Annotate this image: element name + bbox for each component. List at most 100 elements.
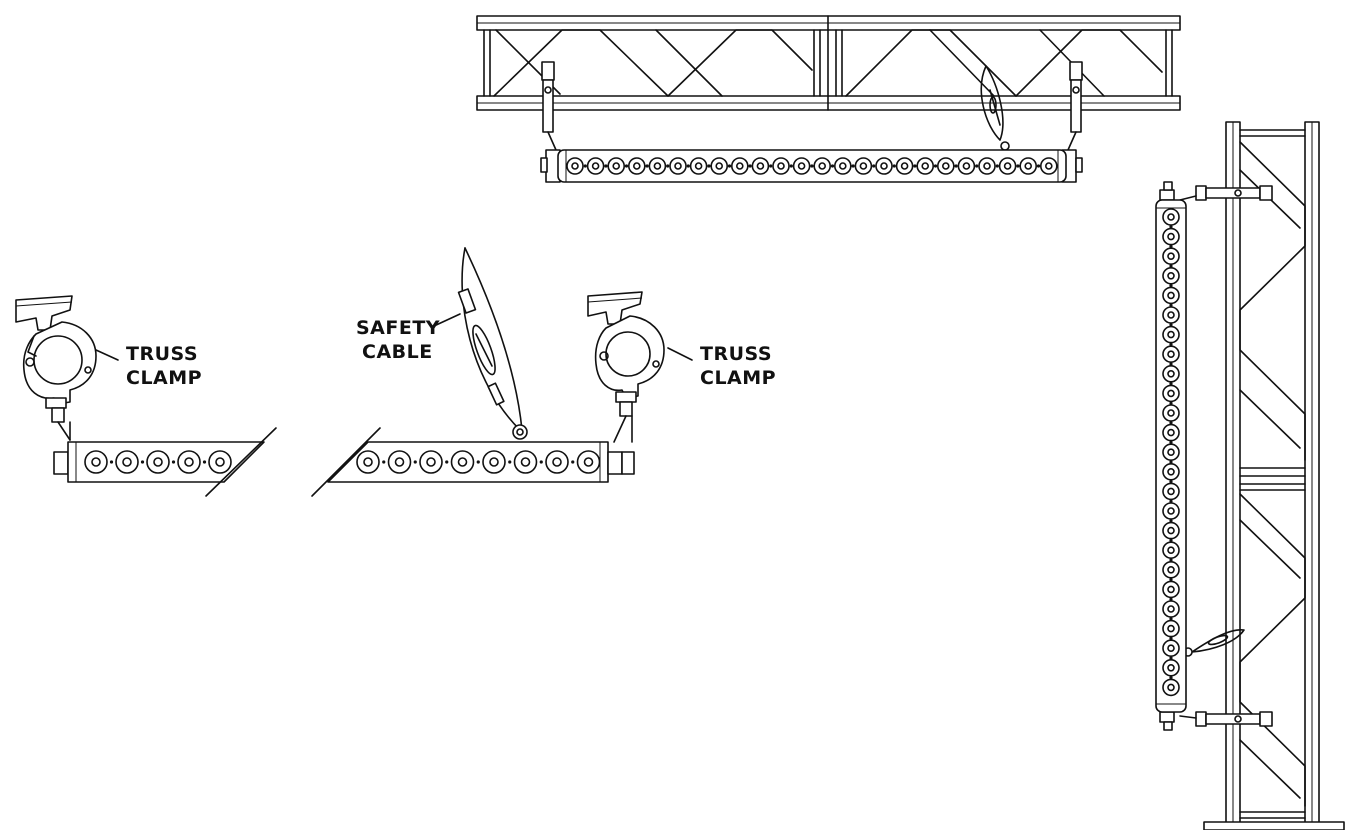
led-separator-dot: [1169, 617, 1173, 621]
led-separator-dot: [830, 164, 835, 168]
led-lens: [1162, 345, 1180, 364]
led-separator-dot: [1169, 401, 1173, 405]
led-lens: [875, 157, 893, 175]
led-lens: [1162, 619, 1180, 638]
led-lens: [84, 450, 108, 474]
vertical-led-bar-fixture: [1155, 199, 1187, 713]
left-detail-assembly: TRUSS CLAMP: [15, 295, 277, 497]
led-separator-dot: [1169, 342, 1173, 346]
truss-clamp-left-label: TRUSS CLAMP: [95, 343, 202, 389]
led-lens: [751, 157, 770, 175]
led-lens: [669, 157, 687, 175]
led-lens: [450, 450, 475, 474]
right-truss-clamp: [587, 291, 665, 475]
led-lens: [1040, 157, 1058, 175]
led-separator-dot: [1169, 244, 1173, 248]
led-lens: [1162, 384, 1180, 403]
led-separator-dot: [1169, 636, 1173, 641]
led-lens: [1162, 423, 1180, 442]
led-lens: [387, 450, 412, 474]
led-separator-dot: [1016, 164, 1020, 168]
led-separator-dot: [851, 164, 855, 168]
led-lens: [854, 157, 873, 175]
led-separator-dot: [1169, 558, 1173, 562]
led-lens: [607, 157, 626, 175]
led-lens: [710, 157, 729, 175]
truss-clamp-right-line2: CLAMP: [700, 367, 776, 389]
led-lens: [1162, 541, 1180, 560]
led-separator-dot: [769, 164, 773, 168]
led-separator-dot: [1169, 676, 1173, 680]
led-separator-dot: [1169, 264, 1173, 268]
led-separator-dot: [1169, 382, 1173, 386]
led-separator-dot: [1169, 499, 1173, 503]
led-separator-dot: [539, 460, 543, 464]
led-separator-dot: [789, 164, 793, 168]
led-separator-dot: [686, 164, 690, 168]
truss-clamp-left-line1: TRUSS: [126, 343, 198, 365]
led-lens: [586, 157, 605, 175]
led-lens: [1162, 227, 1180, 246]
led-separator-dot: [1169, 480, 1173, 484]
led-lens: [566, 157, 584, 175]
led-lens: [1162, 560, 1180, 579]
top-led-bar-fixture: [557, 149, 1067, 183]
led-separator-dot: [109, 460, 114, 464]
led-lens: [1019, 157, 1037, 175]
led-separator-dot: [1169, 460, 1173, 464]
led-separator-dot: [995, 164, 999, 168]
led-separator-dot: [1169, 440, 1173, 444]
led-separator-dot: [1169, 362, 1173, 366]
led-lens: [978, 157, 996, 175]
vertical-truss: [1203, 121, 1345, 830]
led-separator-dot: [872, 164, 876, 168]
led-lens: [419, 450, 443, 474]
led-separator-dot: [508, 460, 512, 464]
led-lens: [730, 157, 749, 175]
led-lens: [356, 450, 380, 474]
led-lens: [1162, 306, 1180, 324]
led-separator-dot: [975, 164, 979, 168]
top-safety-cable: [980, 65, 1010, 151]
led-separator-dot: [892, 164, 896, 168]
led-lens: [1162, 364, 1180, 383]
led-lens: [648, 157, 667, 175]
truss-clamp-right-line1: TRUSS: [700, 343, 772, 365]
led-separator-dot: [645, 164, 649, 168]
led-lens: [627, 157, 646, 175]
led-separator-dot: [1169, 519, 1173, 523]
led-separator-dot: [1169, 284, 1173, 288]
led-separator-dot: [1169, 303, 1173, 307]
led-separator-dot: [604, 164, 608, 168]
led-separator-dot: [707, 164, 711, 168]
led-separator-dot: [1169, 323, 1173, 327]
left-truss-clamp: [15, 295, 97, 441]
vertical-bottom-clamp: [1159, 711, 1273, 731]
horizontal-truss: [476, 15, 1181, 111]
top-left-clamp: [540, 61, 561, 183]
led-lens: [177, 450, 201, 474]
led-lens: [1162, 678, 1180, 697]
led-lens: [772, 157, 790, 175]
middle-detail-assembly: SAFETY CABLE TRUSS CLAMP: [311, 247, 776, 497]
led-lens: [1162, 266, 1180, 285]
led-lens: [1162, 325, 1180, 344]
led-separator-dot: [445, 460, 449, 464]
led-lens: [1162, 502, 1180, 520]
safety-cable-line2: CABLE: [362, 341, 433, 363]
led-lens: [833, 157, 852, 175]
led-separator-dot: [933, 164, 938, 168]
led-separator-dot: [1169, 421, 1173, 425]
led-lens: [936, 157, 955, 175]
led-separator-dot: [171, 460, 176, 464]
vertical-top-clamp: [1159, 181, 1273, 201]
led-lens: [792, 157, 811, 175]
led-separator-dot: [624, 164, 629, 168]
led-lens: [482, 450, 506, 474]
led-lens: [545, 450, 569, 474]
led-separator-dot: [140, 460, 145, 464]
safety-cable-line1: SAFETY: [356, 317, 440, 339]
led-lens: [957, 157, 976, 175]
led-separator-dot: [1169, 578, 1173, 582]
